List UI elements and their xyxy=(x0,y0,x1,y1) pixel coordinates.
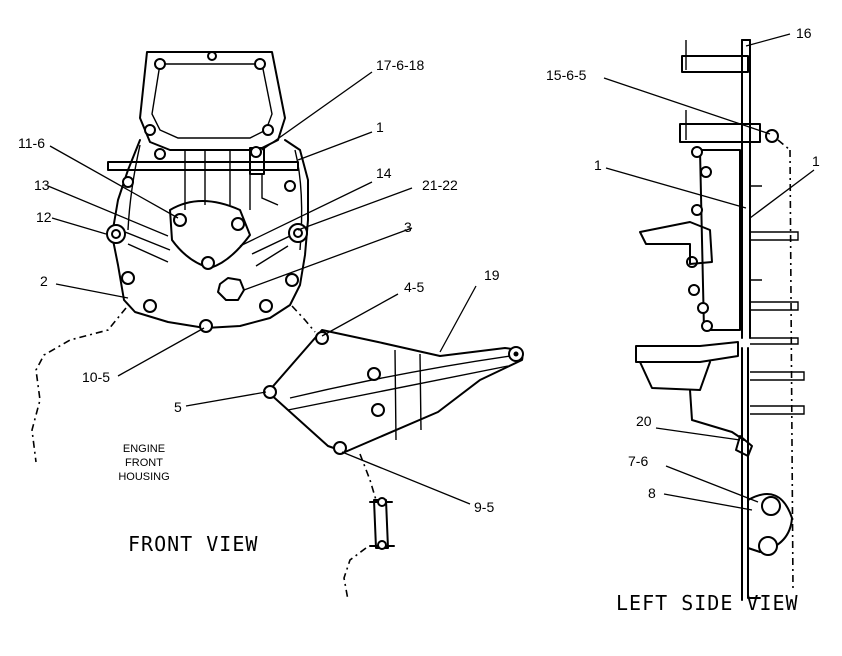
callout-21-22: 21-22 xyxy=(422,177,458,193)
housing-label-line-3: HOUSING xyxy=(118,471,169,483)
front-view-title: FRONT VIEW xyxy=(128,532,258,556)
callout-8: 8 xyxy=(648,485,656,501)
callout-15-6-5: 15-6-5 xyxy=(546,67,587,83)
callout-2: 2 xyxy=(40,273,48,289)
housing-note: ENGINE FRONT HOUSING xyxy=(118,443,169,483)
callout-4-5: 4-5 xyxy=(404,279,424,295)
housing-label-line-2: FRONT xyxy=(125,457,163,469)
left-side-view-drawing xyxy=(635,39,805,601)
left-side-view-title: LEFT SIDE VIEW xyxy=(616,591,799,615)
callout-14: 14 xyxy=(376,165,392,181)
callout-12: 12 xyxy=(36,209,52,225)
callout-3: 3 xyxy=(404,219,412,235)
callout-labels: 16 15-6-5 17-6-18 1 11-6 13 12 14 21-22 … xyxy=(18,25,820,515)
callout-17-6-18: 17-6-18 xyxy=(376,57,424,73)
callout-16: 16 xyxy=(796,25,812,41)
callout-20: 20 xyxy=(636,413,652,429)
callout-19: 19 xyxy=(484,267,500,283)
callout-13: 13 xyxy=(34,177,50,193)
callout-5: 5 xyxy=(174,399,182,415)
leader-lines xyxy=(47,33,815,511)
callout-1-side-right: 1 xyxy=(812,153,820,169)
callout-11-6: 11-6 xyxy=(18,135,45,151)
housing-label-line-1: ENGINE xyxy=(123,443,165,455)
callout-9-5: 9-5 xyxy=(474,499,494,515)
callout-7-6: 7-6 xyxy=(628,453,648,469)
callout-1-front: 1 xyxy=(376,119,384,135)
callout-1-side-left: 1 xyxy=(594,157,602,173)
front-view-drawing xyxy=(31,51,524,601)
callout-10-5: 10-5 xyxy=(82,369,110,385)
